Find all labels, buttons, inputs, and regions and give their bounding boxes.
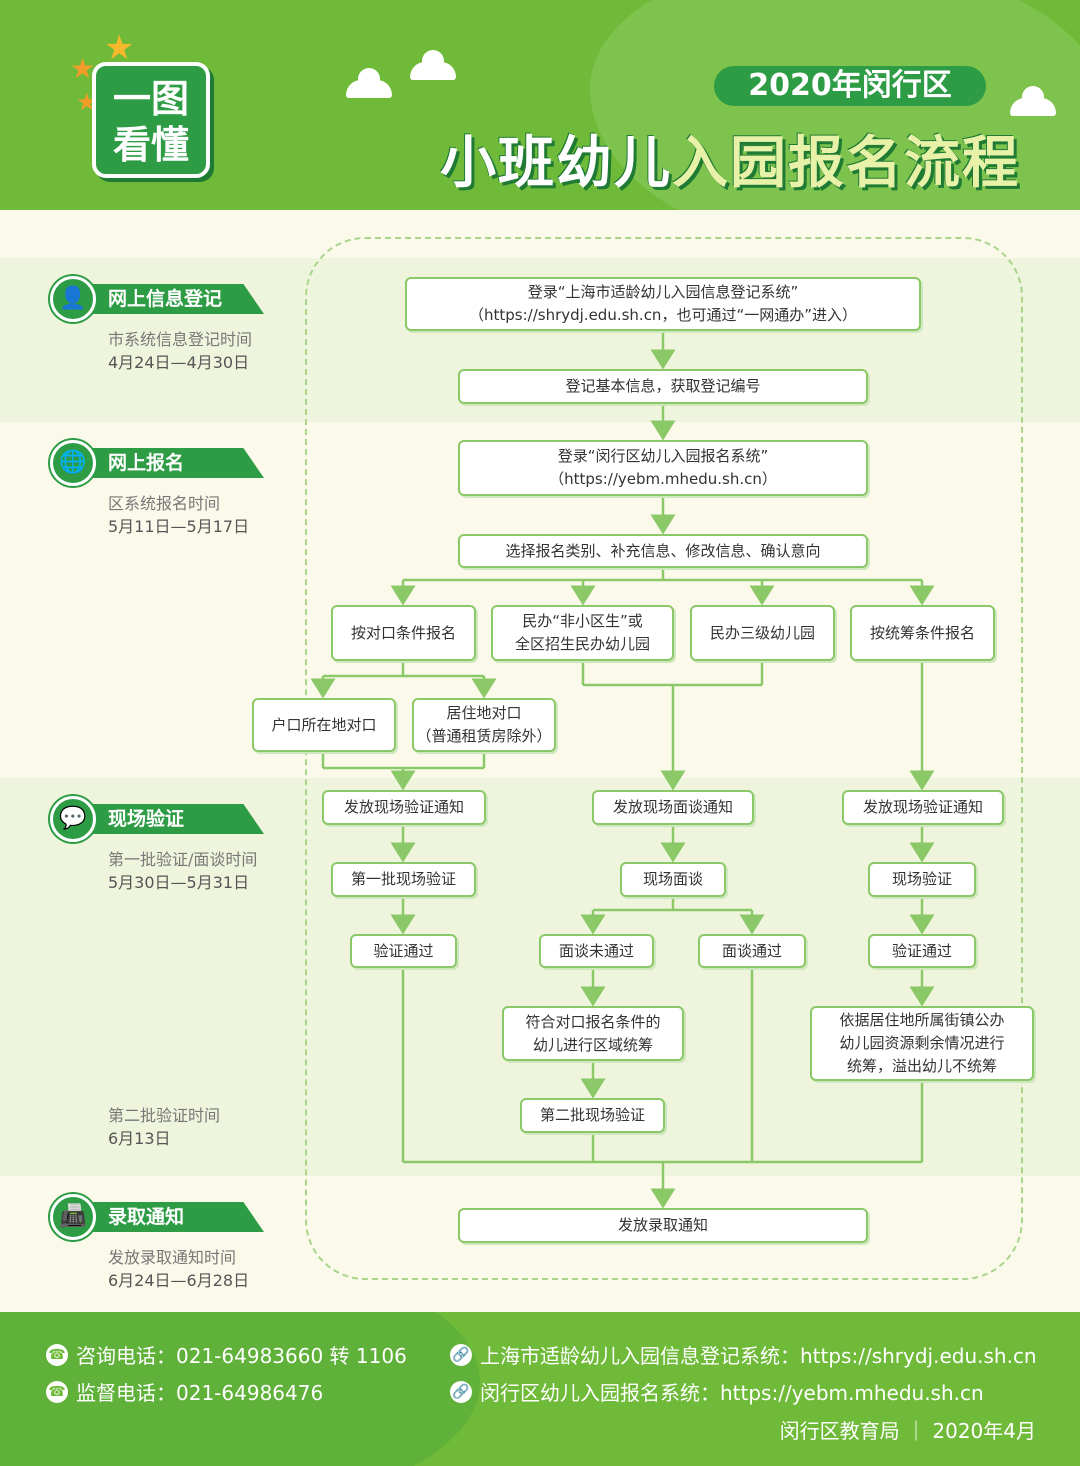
credit: 闵行区教育局 ｜ 2020年4月	[780, 1415, 1036, 1444]
star-icon: ★	[70, 52, 96, 85]
step-select-category: 选择报名类别、补充信息、修改信息、确认意向	[458, 534, 868, 568]
section-date: 5月11日—5月17日	[108, 517, 250, 536]
title-part: 小班幼儿	[440, 131, 672, 196]
district-system-link[interactable]: 🔗 闵行区幼儿入园报名系统：https://yebm.mhedu.sh.cn	[450, 1377, 984, 1406]
step-zone-overall: 符合对口报名条件的 幼儿进行区域统筹	[502, 1006, 684, 1061]
section-subtitle: 区系统报名时间	[108, 494, 221, 513]
step-notice-interview: 发放现场面谈通知	[592, 790, 754, 825]
second-batch-time: 第二批验证时间 6月13日	[108, 1104, 220, 1150]
step-notice-verify-1: 发放现场验证通知	[322, 790, 486, 825]
step-onsite-verify: 现场验证	[868, 862, 976, 897]
flow-dashed-frame	[305, 237, 1023, 1280]
city-system-text[interactable]: 上海市适龄幼儿入园信息登记系统：https://shrydj.edu.sh.cn	[480, 1344, 1037, 1368]
page-title: 小班幼儿入园报名流程	[440, 118, 1020, 199]
result-verify-pass-1: 验证通过	[350, 934, 457, 968]
title-highlight: 入园报名流程	[672, 131, 1020, 196]
option-private-level3: 民办三级幼儿园	[690, 605, 835, 661]
supervise-phone-text: 监督电话：021-64986476	[76, 1381, 324, 1405]
step-residence-overall: 依据居住地所属街镇公办 幼儿园资源剩余情况进行 统筹，溢出幼儿不统筹	[810, 1006, 1034, 1081]
decorative-shape	[0, 1312, 480, 1466]
section-subtitle: 市系统信息登记时间	[108, 330, 253, 349]
district-system-text[interactable]: 闵行区幼儿入园报名系统：https://yebm.mhedu.sh.cn	[480, 1381, 984, 1405]
step-login-city-system: 登录“上海市适龄幼儿入园信息登记系统” （https://shrydj.edu.…	[405, 277, 921, 331]
option-residence-zone: 居住地对口 （普通租赁房除外）	[412, 698, 556, 752]
result-interview-fail: 面谈未通过	[539, 934, 654, 968]
phone-icon: ☎	[46, 1343, 68, 1366]
section-date: 4月24日—4月30日	[108, 353, 250, 372]
supervise-phone: ☎ 监督电话：021-64986476	[46, 1377, 323, 1406]
step-register-info: 登记基本信息，获取登记编号	[458, 369, 868, 404]
globe-icon: 🌐	[50, 440, 96, 486]
user-icon: 👤	[50, 276, 96, 322]
step-notice-verify-2: 发放现场验证通知	[842, 790, 1004, 825]
link-icon: 🔗	[450, 1380, 472, 1403]
section-subtitle: 发放录取通知时间	[108, 1248, 237, 1267]
year-region-pill: 2020年闵行区	[714, 66, 986, 106]
option-by-overall: 按统筹条件报名	[850, 605, 995, 661]
result-interview-pass: 面谈通过	[698, 934, 806, 968]
step-interview: 现场面谈	[620, 862, 726, 897]
step-admission-notice: 发放录取通知	[458, 1208, 868, 1243]
notice-icon: 📠	[50, 1194, 96, 1240]
step-second-verify: 第二批现场验证	[520, 1098, 665, 1133]
step-first-verify: 第一批现场验证	[331, 862, 476, 897]
link-icon: 🔗	[450, 1343, 472, 1366]
cloud-icon	[1010, 86, 1056, 116]
section-label: 录取通知	[92, 1202, 264, 1232]
result-verify-pass-2: 验证通过	[868, 934, 976, 968]
section-date: 6月24日—6月28日	[108, 1271, 250, 1290]
option-private-nonzone: 民办“非小区生”或 全区招生民办幼儿园	[491, 605, 674, 661]
star-icon: ★	[104, 28, 135, 68]
credit-text: 闵行区教育局 ｜ 2020年4月	[779, 1419, 1036, 1443]
section-date: 5月30日—5月31日	[108, 873, 250, 892]
step-login-district-system: 登录“闵行区幼儿入园报名系统” （https://yebm.mhedu.sh.c…	[458, 440, 868, 496]
option-by-zone: 按对口条件报名	[331, 605, 476, 661]
section-subtitle: 第一批验证/面谈时间	[108, 850, 258, 869]
cloud-icon	[346, 68, 392, 98]
cloud-icon	[410, 50, 456, 80]
consult-phone: ☎ 咨询电话：021-64983660 转 1106	[46, 1340, 407, 1369]
city-system-link[interactable]: 🔗 上海市适龄幼儿入园信息登记系统：https://shrydj.edu.sh.c…	[450, 1340, 1037, 1369]
chat-icon: 💬	[50, 796, 96, 842]
section-label: 网上信息登记	[92, 284, 264, 314]
consult-phone-text: 咨询电话：021-64983660 转 1106	[76, 1344, 407, 1368]
phone-icon: ☎	[46, 1380, 68, 1403]
option-hukou-zone: 户口所在地对口	[252, 698, 396, 752]
section-label: 现场验证	[92, 804, 264, 834]
section-date: 6月13日	[108, 1129, 171, 1148]
header-banner: ★ ★ ★ 一图 看懂 2020年闵行区 小班幼儿入园报名流程	[0, 0, 1080, 210]
footer: ☎ 咨询电话：021-64983660 转 1106 ☎ 监督电话：021-6498…	[0, 1312, 1080, 1466]
section-subtitle: 第二批验证时间	[108, 1106, 221, 1125]
section-label: 网上报名	[92, 448, 264, 478]
logo-badge: 一图 看懂	[92, 62, 210, 178]
